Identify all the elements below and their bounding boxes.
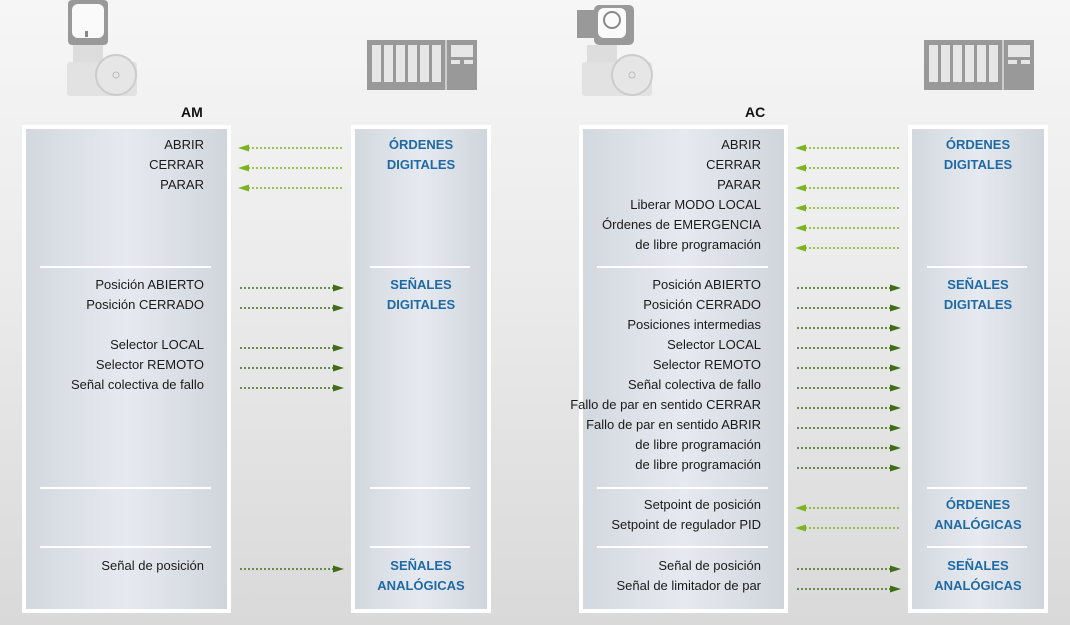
controller-box (908, 125, 1048, 613)
divider (927, 487, 1027, 489)
divider (927, 546, 1027, 548)
signal-label: Señal colectiva de fallo (628, 377, 761, 392)
actuator-box (22, 125, 231, 613)
divider (597, 487, 768, 489)
divider (597, 546, 768, 548)
signal-label: Posición CERRADO (643, 297, 761, 312)
actuator-box (579, 125, 788, 613)
output-arrow (795, 460, 901, 472)
input-arrow (238, 180, 344, 192)
output-arrow (238, 280, 344, 292)
output-arrow (795, 280, 901, 292)
output-arrow (238, 300, 344, 312)
signal-label: de libre programación (635, 237, 761, 252)
signal-label: Posición ABIERTO (95, 277, 204, 292)
output-arrow (795, 300, 901, 312)
signal-label: Señal de posición (101, 558, 204, 573)
input-arrow (795, 500, 901, 512)
signal-label: de libre programación (635, 437, 761, 452)
signal-label: CERRAR (149, 157, 204, 172)
input-arrow (795, 240, 901, 252)
signal-label: Señal colectiva de fallo (71, 377, 204, 392)
output-arrow (795, 440, 901, 452)
signal-label: Liberar MODO LOCAL (630, 197, 761, 212)
panel-title: AC (745, 104, 766, 120)
panel-title: AM (181, 104, 203, 120)
output-arrow (238, 360, 344, 372)
signal-label: CERRAR (706, 157, 761, 172)
signal-label: Posiciones intermedias (627, 317, 761, 332)
divider (597, 266, 768, 268)
signal-label: Selector REMOTO (652, 357, 761, 372)
signal-label: de libre programación (635, 457, 761, 472)
signal-label: PARAR (717, 177, 761, 192)
output-arrow (795, 400, 901, 412)
controller-box (351, 125, 491, 613)
output-arrow (238, 340, 344, 352)
input-arrow (795, 220, 901, 232)
input-arrow (795, 200, 901, 212)
input-arrow (795, 520, 901, 532)
output-arrow (238, 380, 344, 392)
signal-label: Órdenes de EMERGENCIA (602, 217, 761, 232)
output-arrow (795, 561, 901, 573)
output-arrow (795, 581, 901, 593)
actuator-icon (547, 0, 657, 97)
signal-label: Selector REMOTO (95, 357, 204, 372)
signal-label: Selector LOCAL (110, 337, 204, 352)
input-arrow (795, 180, 901, 192)
divider (40, 546, 211, 548)
input-arrow (795, 140, 901, 152)
output-arrow (795, 340, 901, 352)
plc-icon (367, 40, 477, 90)
divider (370, 546, 470, 548)
signal-label: Señal de limitador de par (616, 578, 761, 593)
input-arrow (795, 160, 901, 172)
signal-label: PARAR (160, 177, 204, 192)
signal-label: Fallo de par en sentido CERRAR (570, 397, 761, 412)
divider (370, 487, 470, 489)
input-arrow (238, 160, 344, 172)
signal-label: Señal de posición (658, 558, 761, 573)
output-arrow (795, 380, 901, 392)
output-arrow (795, 360, 901, 372)
signal-label: Fallo de par en sentido ABRIR (586, 417, 761, 432)
signal-label: Setpoint de regulador PID (611, 517, 761, 532)
signal-label: Setpoint de posición (643, 497, 761, 512)
signal-label: Posición CERRADO (86, 297, 204, 312)
actuator-icon (65, 0, 145, 97)
input-arrow (238, 140, 344, 152)
divider (40, 266, 211, 268)
divider (927, 266, 1027, 268)
output-arrow (238, 561, 344, 573)
divider (40, 487, 211, 489)
divider (370, 266, 470, 268)
output-arrow (795, 420, 901, 432)
output-arrow (795, 320, 901, 332)
signal-label: ABRIR (164, 137, 204, 152)
plc-icon (924, 40, 1034, 90)
signal-label: Posición ABIERTO (652, 277, 761, 292)
signal-label: Selector LOCAL (667, 337, 761, 352)
signal-label: ABRIR (721, 137, 761, 152)
